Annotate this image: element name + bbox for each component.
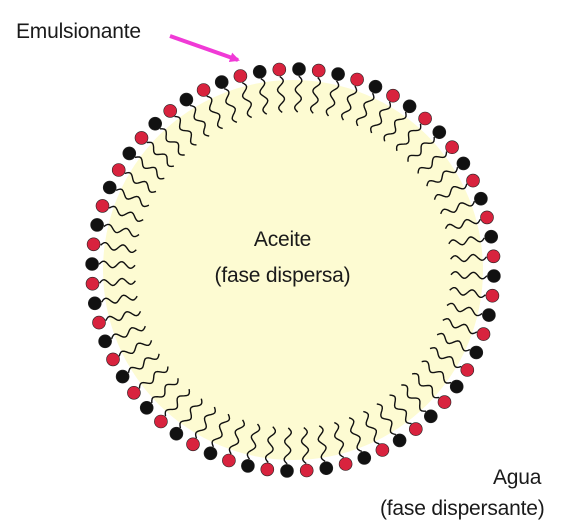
hydrophilic-head [358,451,371,464]
hydrophilic-head [393,434,406,447]
hydrophilic-head [320,462,333,475]
hydrophilic-head [481,211,494,224]
hydrophilic-head [470,346,483,359]
hydrophilic-head [477,328,490,341]
water-label: Agua [493,466,541,490]
hydrophilic-head [387,89,400,102]
hydrophilic-head [170,427,183,440]
hydrophilic-head [467,174,480,187]
hydrophilic-head [351,73,364,86]
hydrophilic-head [116,370,129,383]
hydrophilic-head [222,454,235,467]
hydrophilic-head [261,463,274,476]
hydrophilic-head [273,63,286,76]
hydrophilic-head [433,126,446,139]
hydrophilic-head [450,380,463,393]
hydrophilic-head [96,199,109,212]
water-phase-label: (fase dispersante) [380,497,544,521]
hydrophilic-head [446,141,459,154]
hydrophilic-head [88,297,101,310]
hydrophilic-head [312,64,325,77]
hydrophilic-head [376,444,389,457]
hydrophilic-head [424,410,437,423]
hydrophilic-head [253,65,266,78]
hydrophilic-head [149,117,162,130]
hydrophilic-head [419,112,432,125]
hydrophilic-head [300,464,313,477]
hydrophilic-head [482,309,495,322]
hydrophilic-head [438,396,451,409]
oil-label: Aceite [0,228,565,252]
arrow-right-down-icon [170,36,238,60]
hydrophilic-head [474,192,487,205]
hydrophilic-head [140,401,153,414]
hydrophilic-head [215,76,228,89]
hydrophilic-head [135,131,148,144]
hydrophilic-head [93,316,106,329]
hydrophilic-head [99,335,112,348]
hydrophilic-head [127,386,140,399]
hydrophilic-head [154,415,167,428]
emulsifier-label: Emulsionante [16,20,141,44]
hydrophilic-head [486,289,499,302]
hydrophilic-head [281,464,294,477]
hydrophilic-head [457,157,470,170]
hydrophilic-head [187,438,200,451]
hydrophilic-head [339,458,352,471]
hydrophilic-head [112,164,125,177]
hydrophilic-head [234,70,247,83]
hydrophilic-head [369,80,382,93]
hydrophilic-head [332,68,345,81]
hydrophilic-head [293,63,306,76]
hydrophilic-head [103,181,116,194]
hydrophilic-head [197,84,210,97]
oil-phase-label: (fase dispersa) [0,264,565,288]
hydrophilic-head [403,100,416,113]
hydrophilic-head [204,447,217,460]
hydrophilic-head [180,93,193,106]
hydrophilic-head [461,364,474,377]
hydrophilic-head [107,353,120,366]
hydrophilic-head [409,423,422,436]
hydrophilic-head [241,459,254,472]
hydrophilic-head [123,147,136,160]
hydrophilic-head [164,104,177,117]
